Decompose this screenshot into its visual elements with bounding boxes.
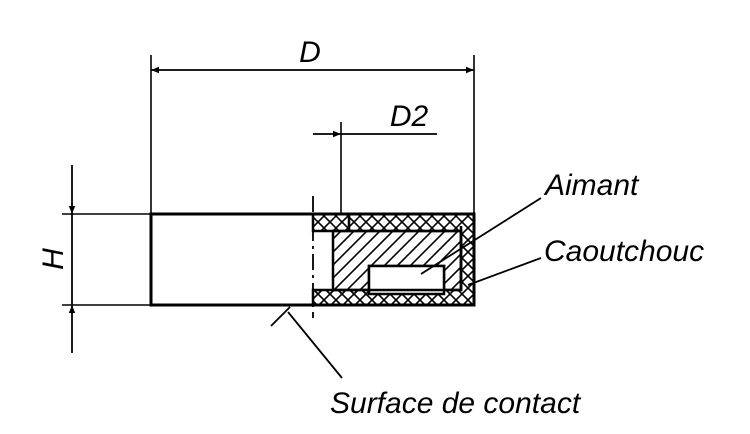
contact-surface-tick bbox=[270, 306, 291, 327]
contact-surface-leader bbox=[287, 311, 343, 379]
rubber-label: Caoutchouc bbox=[544, 235, 704, 268]
dimension-h bbox=[62, 165, 151, 353]
rubber-leader bbox=[467, 257, 542, 286]
contact-surface-label: Surface de contact bbox=[330, 387, 582, 420]
magnet-leader bbox=[420, 197, 542, 275]
dimension-d2-label: D2 bbox=[390, 100, 429, 133]
dimension-d bbox=[150, 55, 475, 214]
magnet-section bbox=[331, 214, 463, 292]
dimension-d-label: D bbox=[299, 36, 321, 69]
dimension-h-label: H bbox=[37, 248, 70, 270]
dimension-d2 bbox=[313, 122, 437, 214]
magnet-label: Aimant bbox=[543, 169, 640, 202]
